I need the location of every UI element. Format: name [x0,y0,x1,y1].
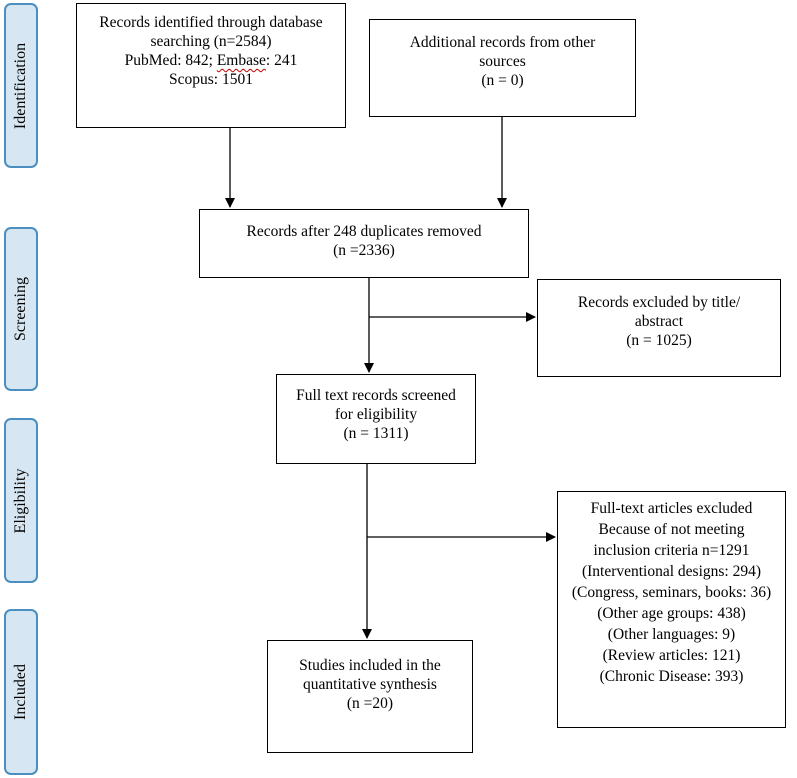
full-text-screened-line1: Full text records screened [296,387,456,404]
database-records-line4: Scopus: 1501 [169,71,253,88]
full-text-excluded-line4: (Interventional designs: 294) [581,563,762,580]
spellcheck-flag: Embase [216,52,266,69]
full-text-excluded-line3: inclusion criteria n=1291 [593,542,750,559]
studies-included-line2: quantitative synthesis [303,676,437,693]
stage-identification: Identification [4,3,38,168]
after-duplicates-line1: Records after 248 duplicates removed [246,223,482,240]
full-text-excluded-line2: Because of not meeting [598,521,745,538]
full-text-excluded-line5: (Congress, seminars, books: 36) [571,584,772,601]
full-text-excluded-line8: (Review articles: 121) [602,647,741,664]
full-text-excluded-line7: (Other languages: 9) [607,626,736,643]
box-database-records: Records identified through database sear… [76,3,346,128]
other-sources-line3: (n = 0) [481,72,524,89]
box-full-text-excluded: Full-text articles excluded Because of n… [557,491,786,728]
database-records-line2: searching (n=2584) [150,33,272,50]
excluded-title-line2: abstract [634,313,684,330]
full-text-excluded-line6: (Other age groups: 438) [597,605,746,622]
after-duplicates-line2: (n =2336) [333,242,395,259]
database-records-line1: Records identified through database [99,14,323,31]
excluded-title-line3: (n = 1025) [626,332,692,349]
box-excluded-title-abstract: Records excluded by title/ abstract (n =… [537,279,781,377]
full-text-excluded-line1: Full-text articles excluded [590,500,753,517]
full-text-screened-line3: (n = 1311) [343,425,409,442]
box-full-text-screened: Full text records screened for eligibili… [276,374,476,464]
box-studies-included: Studies included in the quantitative syn… [267,640,473,753]
stage-eligibility: Eligibility [4,418,38,583]
other-sources-line1: Additional records from other [409,34,596,51]
database-records-line3: PubMed: 842; Embase: 241 [124,52,298,69]
box-other-sources: Additional records from other sources (n… [369,19,636,117]
full-text-screened-line2: for eligibility [334,406,418,423]
studies-included-line3: (n =20) [346,695,394,712]
studies-included-line1: Studies included in the [299,657,441,674]
stage-screening: Screening [4,227,38,391]
other-sources-line2: sources [479,53,526,70]
excluded-title-line1: Records excluded by title/ [577,294,741,311]
stage-included: Included [4,609,38,775]
full-text-excluded-line9: (Chronic Disease: 393) [599,668,744,685]
box-after-duplicates: Records after 248 duplicates removed (n … [199,209,529,278]
